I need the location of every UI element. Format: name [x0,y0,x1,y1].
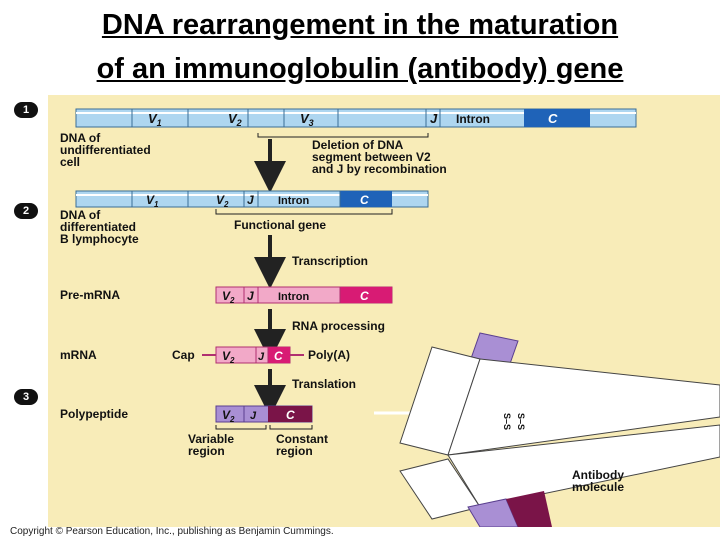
c-label: C [548,111,558,126]
functional-gene-bracket [215,209,393,215]
j-label: J [430,111,438,126]
constant-region-bracket [269,425,313,430]
constant-region-label: Constant region [276,432,331,458]
svg-text:J: J [258,351,265,363]
undifferentiated-dna-strand: V1 V2 V3 J Intron C [75,108,637,128]
svg-text:Intron: Intron [278,291,309,303]
step-number-3: 3 [14,389,38,405]
c-segment-dna [524,109,590,127]
diagram-panel: V1 V2 V3 J Intron C DNA of undifferentia… [48,95,720,528]
antibody-molecule-label: Antibody molecule [572,468,627,494]
copyright-notice: Copyright © Pearson Education, Inc., pub… [10,526,334,537]
polypeptide-label: Polypeptide [60,407,128,421]
rna-processing-label: RNA processing [292,319,385,333]
svg-text:J: J [250,410,257,422]
disulfide-bond-1: S–S [502,413,512,430]
transcription-label: Transcription [292,254,368,268]
svg-text:V2: V2 [216,193,229,209]
step-number-1: 1 [14,102,38,118]
svg-text:C: C [274,349,283,363]
translation-label: Translation [292,377,356,391]
differentiated-dna-label: DNA of differentiated B lymphocyte [60,208,139,246]
slide-title-line-2: of an immunoglobulin (antibody) gene [96,53,624,85]
disulfide-bond-2: S–S [516,413,526,430]
svg-text:V1: V1 [146,193,159,209]
v3-label: V3 [300,111,314,128]
svg-text:C: C [286,408,295,422]
v2-label: V2 [228,111,242,128]
functional-gene-label: Functional gene [234,218,326,232]
pre-mrna-strand: V2 J Intron C [215,286,393,305]
mrna-label: mRNA [60,348,97,362]
svg-text:V2: V2 [222,289,235,305]
gene-rearrangement-diagram: V1 V2 V3 J Intron C DNA of undifferentia… [60,108,720,528]
variable-region-bracket [215,425,267,430]
svg-text:J: J [247,193,254,207]
svg-text:Intron: Intron [278,195,309,207]
slide-title-line-1: DNA rearrangement in the maturation [101,9,619,41]
antibody-molecule: S–S S–S [399,332,720,528]
svg-text:J: J [247,289,254,303]
undifferentiated-dna-label: DNA of undifferentiated cell [60,131,154,169]
variable-region-label: Variable region [188,432,237,458]
svg-text:C: C [360,289,369,303]
cap-label: Cap [172,348,195,362]
poly-a-label: Poly(A) [308,348,350,362]
step-number-2: 2 [14,203,38,219]
v1-label: V1 [148,111,162,128]
differentiated-dna-strand: V1 V2 J Intron C [75,190,429,209]
polypeptide-strand: V2 J C [215,405,313,424]
mrna-strand: V2 J C [215,346,291,365]
intron-label: Intron [456,112,490,126]
svg-text:V2: V2 [222,408,235,424]
deletion-bracket [257,133,429,138]
pre-mrna-label: Pre-mRNA [60,288,120,302]
svg-text:V2: V2 [222,349,235,365]
svg-text:C: C [360,193,369,207]
deletion-label: Deletion of DNA segment between V2 and J… [312,138,447,176]
